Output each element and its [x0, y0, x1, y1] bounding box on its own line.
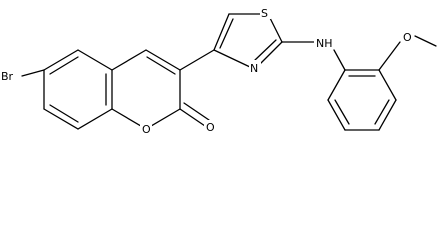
- bond-p-c5-c6-inner: [334, 99, 350, 125]
- atom-n-ring: N: [250, 62, 258, 75]
- bond-br-c6: [21, 69, 45, 77]
- atom-o-ring: O: [142, 123, 151, 136]
- molecule-diagram: Br O O S N NH O: [1, 4, 437, 136]
- bond-t-c2-n-inner: [254, 39, 277, 61]
- bond-p-c2-o: [378, 41, 401, 71]
- atom-s: S: [261, 7, 268, 20]
- atom-br: Br: [1, 70, 14, 83]
- bond-c4-c3: [145, 49, 181, 71]
- atom-nh: NH: [316, 37, 333, 50]
- bond-c4a-c4: [111, 49, 147, 71]
- bond-t-c4-c5-inner: [219, 18, 234, 49]
- bond-c8-c7: [43, 108, 79, 130]
- bond-c5-c4a: [77, 49, 113, 71]
- bond-c8-c7-inner: [49, 104, 79, 123]
- bond-o-ch3: [414, 35, 437, 47]
- bond-t-c4-c5: [213, 13, 230, 51]
- bond-p-c3-c4: [378, 99, 397, 131]
- bond-t-n-c4: [213, 49, 251, 68]
- bond-p-c2-c3: [378, 69, 397, 101]
- bond-nh-phenyl: [333, 49, 346, 71]
- bond-c6-c5-inner: [49, 56, 79, 75]
- bond-p-c5-c6: [327, 99, 346, 131]
- bond-c6-c5: [43, 49, 79, 71]
- bond-t-s-c2: [269, 17, 283, 43]
- bond-c4-c3-inner: [146, 56, 176, 75]
- atom-o-carbonyl: O: [206, 121, 215, 134]
- bond-c8a-c8: [77, 108, 113, 130]
- atom-labels: Br O O S N NH O: [1, 4, 414, 136]
- bonds: [21, 13, 437, 131]
- bond-c2-o-carbonyl-2: [183, 102, 210, 121]
- bond-p-c3-c4-inner: [374, 99, 390, 125]
- bond-t-c2-n: [257, 41, 283, 67]
- bond-p-c6-c1: [327, 69, 346, 101]
- atom-o-methoxy: O: [403, 31, 412, 44]
- bond-c3-thiazole: [179, 49, 215, 71]
- bond-c2-o-carbonyl: [179, 108, 206, 127]
